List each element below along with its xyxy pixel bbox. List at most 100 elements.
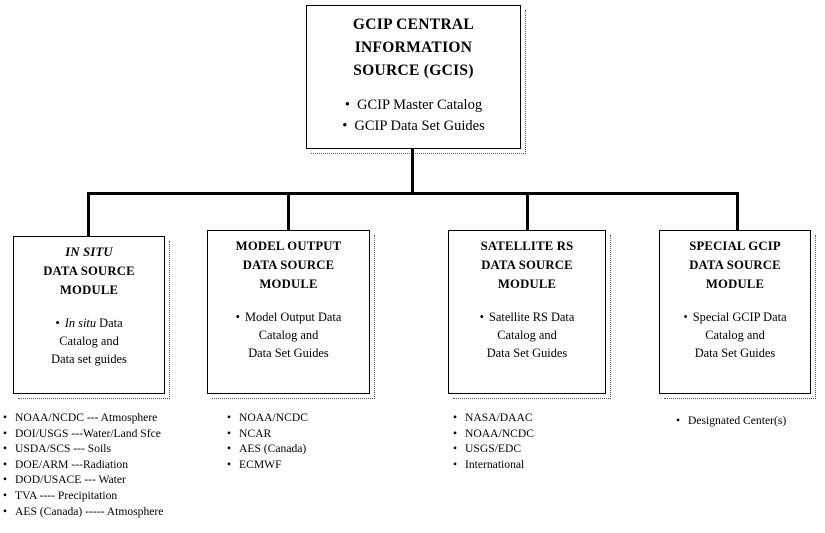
bullet-icon: •	[342, 118, 348, 134]
source-label: NCAR	[239, 426, 272, 440]
source-list-item: •DOD/USACE --- Water	[3, 472, 163, 488]
module-title: MODEL OUTPUT DATA SOURCE MODULE	[208, 231, 369, 294]
bullet-icon: •	[479, 310, 484, 324]
module-title-line-1: MODEL OUTPUT	[235, 239, 342, 253]
source-list-item: •International	[453, 457, 534, 473]
root-title-line-2: INFORMATION	[354, 39, 473, 56]
module-body: •Special GCIP Data Catalog and Data Set …	[660, 308, 810, 362]
module-title-line-3: MODULE	[259, 277, 318, 291]
connector-drop-2	[287, 192, 290, 237]
source-list-item: •AES (Canada)	[227, 441, 308, 457]
module-title-line-2: DATA SOURCE	[43, 264, 135, 278]
bullet-icon: •	[683, 310, 688, 324]
bullet-icon: •	[453, 426, 458, 440]
module-body-line-2: Catalog and	[59, 334, 119, 348]
source-list-item: • NOAA/NCDC	[227, 410, 308, 426]
module-node-special-gcip: SPECIAL GCIP DATA SOURCE MODULE • Special…	[659, 230, 816, 399]
bullet-icon: •	[344, 97, 350, 113]
module-title-line-2: DATA SOURCE	[689, 258, 781, 272]
root-node-bullet-list: •GCIP Master Catalog •GCIP Data Set Guid…	[307, 95, 520, 137]
source-label: Designated Center(s)	[688, 414, 787, 427]
root-node-title: GCIP CENTRAL INFORMATION SOURCE (GCIS)	[307, 6, 520, 82]
source-label: USDA/SCS --- Soils	[15, 442, 111, 456]
module-shadow	[664, 235, 816, 399]
module-body-line-1: • In situ Data	[14, 314, 164, 332]
bullet-icon: •	[3, 488, 8, 502]
source-label: ECMWF	[239, 457, 282, 471]
module-body-line-1-rest: Data	[96, 316, 123, 330]
module-body: • In situ Data Catalog and Data set guide…	[14, 314, 164, 368]
bullet-icon: •	[227, 442, 232, 456]
bullet-icon: •	[235, 310, 240, 324]
module-body-line-1-text: Satellite RS Data	[489, 310, 575, 324]
module-body-line-1: •Model Output Data	[208, 308, 369, 326]
root-bullet-item: • GCIP Data Set Guides	[307, 116, 520, 137]
module-title-line-1: SATELLITE RS	[480, 239, 574, 253]
connector-drop-3	[526, 192, 529, 237]
root-node-box: GCIP CENTRAL INFORMATION SOURCE (GCIS) •…	[306, 5, 521, 149]
root-title-line-3: SOURCE (GCIS)	[353, 62, 474, 79]
source-list-in-situ: •NOAA/NCDC --- Atmosphere •DOI/USGS ---W…	[3, 410, 163, 519]
bullet-icon: •	[3, 504, 8, 518]
root-bullet-label: GCIP Data Set Guides	[354, 118, 485, 134]
module-body-line-3: Data Set Guides	[248, 346, 329, 360]
bullet-icon: •	[227, 426, 232, 440]
module-title: SPECIAL GCIP DATA SOURCE MODULE	[660, 231, 810, 294]
source-label: AES (Canada) ----- Atmosphere	[15, 504, 164, 518]
source-label: DOE/ARM ---Radiation	[15, 457, 129, 471]
module-shadow	[18, 241, 170, 399]
module-title: IN SITU DATA SOURCE MODULE	[14, 237, 164, 300]
module-title-line-3: MODULE	[705, 277, 765, 291]
connector-drop-1	[87, 192, 90, 237]
source-list-item: •DOE/ARM ---Radiation	[3, 457, 163, 473]
module-body: •Satellite RS Data Catalog and Data Set …	[449, 308, 605, 362]
module-body-italic-prefix: In situ	[64, 316, 97, 330]
root-title-line-1: GCIP CENTRAL	[352, 16, 475, 33]
source-list-item: • NASA/DAAC	[453, 410, 534, 426]
source-list-item: • Designated Center(s)	[676, 413, 786, 429]
module-node-model-output: MODEL OUTPUT DATA SOURCE MODULE •Model O…	[207, 230, 375, 399]
module-box: IN SITU DATA SOURCE MODULE • In situ Data…	[13, 236, 165, 394]
source-list-satellite-rs: •NASA/DAAC •NOAA/NCDC •USGS/EDC •Interna…	[453, 410, 534, 472]
source-list-item: • NOAA/NCDC --- Atmosphere	[3, 410, 163, 426]
root-node-shadow	[311, 10, 526, 154]
source-label: International	[465, 457, 525, 471]
source-list-item: • NCAR	[227, 426, 308, 442]
source-label: TVA ---- Precipitation	[15, 488, 118, 502]
bullet-icon: •	[3, 411, 8, 424]
module-body-line-3: Data Set Guides	[694, 346, 776, 360]
module-title: SATELLITE RS DATA SOURCE MODULE	[449, 231, 605, 294]
source-label: NOAA/NCDC --- Atmosphere	[15, 411, 158, 424]
source-list-model-output: • NOAA/NCDC • NCAR •AES (Canada) • ECMWF	[227, 410, 308, 472]
bullet-icon: •	[227, 457, 232, 471]
bullet-icon: •	[227, 411, 232, 424]
source-list-item: •USDA/SCS --- Soils	[3, 441, 163, 457]
source-list-item: •DOI/USGS ---Water/Land Sfce	[3, 426, 163, 442]
root-bullet-label: GCIP Master Catalog	[356, 97, 483, 113]
module-box: SPECIAL GCIP DATA SOURCE MODULE • Special…	[659, 230, 811, 394]
source-list-item: •USGS/EDC	[453, 441, 534, 457]
source-label: NASA/DAAC	[465, 411, 533, 424]
module-body-line-1: • Special GCIP Data	[660, 308, 810, 326]
module-title-line-1: SPECIAL GCIP	[689, 239, 781, 253]
bullet-icon: •	[453, 411, 458, 424]
bullet-icon: •	[3, 473, 8, 487]
module-shadow	[212, 235, 375, 399]
source-label: NOAA/NCDC	[239, 411, 308, 424]
module-title-line-3: MODULE	[59, 283, 119, 297]
bullet-icon: •	[55, 316, 60, 330]
module-body-line-3: Data set guides	[51, 352, 127, 366]
module-body-line-2: Catalog and	[497, 328, 557, 342]
connector-root-stem	[411, 149, 414, 194]
connector-drop-4	[736, 192, 739, 237]
bullet-icon: •	[676, 414, 681, 427]
source-label: DOI/USGS ---Water/Land Sfce	[15, 426, 161, 440]
source-list-item: •NOAA/NCDC	[453, 426, 534, 442]
source-list-item: • AES (Canada) ----- Atmosphere	[3, 504, 163, 520]
connector-horizontal-bus	[87, 192, 739, 195]
module-body-line-2: Catalog and	[258, 328, 319, 342]
module-body-line-1: • Satellite RS Data	[449, 308, 605, 326]
module-body-line-1-text: Special GCIP Data	[692, 310, 787, 324]
bullet-icon: •	[453, 442, 458, 456]
